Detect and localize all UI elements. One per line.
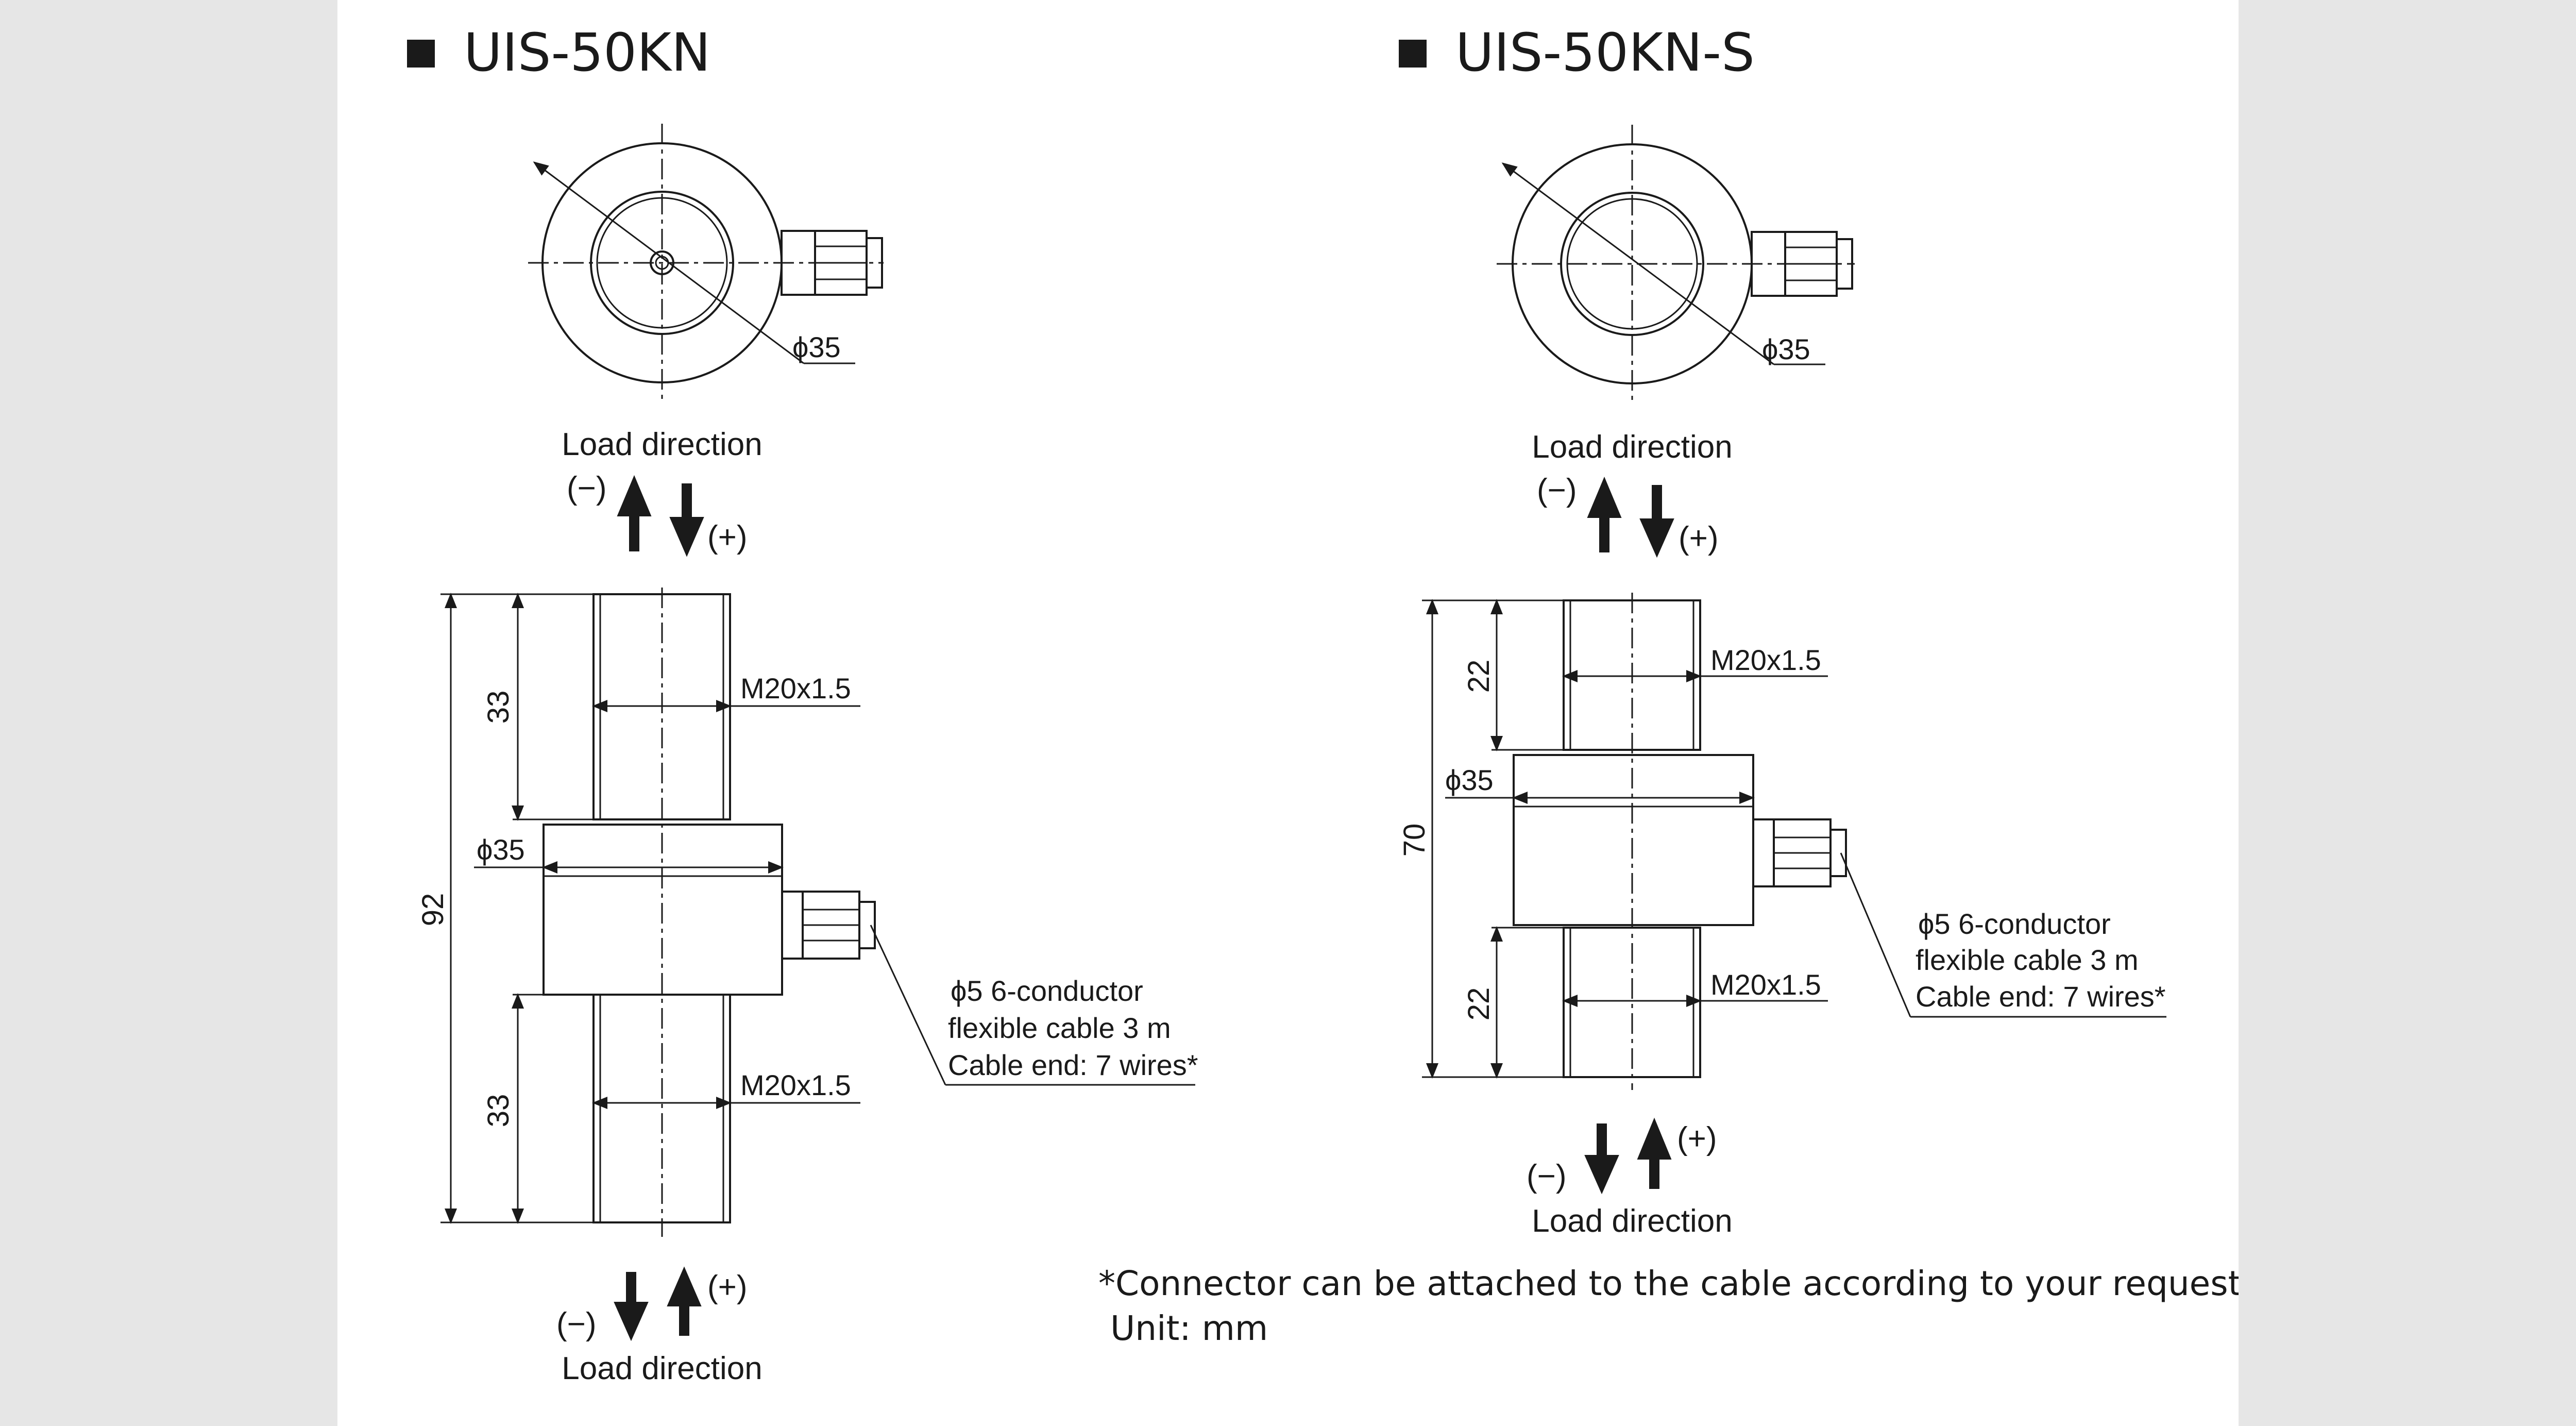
left-cable-line2: flexible cable 3 m <box>948 1012 1171 1044</box>
right-plus-bottom: (+) <box>1677 1121 1717 1156</box>
arrow-up-icon <box>667 1266 702 1336</box>
right-dim-total: 70 <box>1398 824 1431 857</box>
left-top-view <box>528 124 884 402</box>
right-title: UIS-50KN-S <box>1455 22 1755 83</box>
left-body-diameter: ϕ35 <box>477 833 525 866</box>
right-load-direction-top: Load direction <box>1532 429 1733 465</box>
right-top-diameter: ϕ35 <box>1762 333 1810 365</box>
right-dim-lower: 22 <box>1462 987 1496 1021</box>
left-dim-upper: 33 <box>482 691 515 724</box>
arrow-up-icon <box>1637 1117 1672 1189</box>
right-load-direction-bottom: Load direction <box>1532 1203 1733 1239</box>
footnote: *Connector can be attached to the cable … <box>1098 1264 2239 1303</box>
left-minus-bottom: (−) <box>556 1306 597 1342</box>
title-square-icon <box>407 40 435 68</box>
unit-note: Unit: mm <box>1110 1308 1268 1348</box>
left-cable-line3: Cable end: 7 wires* <box>948 1049 1198 1081</box>
left-minus-top: (−) <box>567 471 607 506</box>
right-drawing: UIS-50KN-S ϕ35 Load direction (−) (+) <box>1398 22 2166 1239</box>
arrow-down-icon <box>669 483 704 557</box>
left-thread-upper: M20x1.5 <box>740 672 851 704</box>
title-square-icon <box>1399 40 1427 68</box>
right-cable-line1: ϕ5 6-conductor <box>1918 908 2111 940</box>
left-cable-line1: ϕ5 6-conductor <box>951 975 1143 1007</box>
arrow-down-icon <box>1584 1123 1619 1195</box>
left-dim-total: 92 <box>416 893 450 927</box>
left-title: UIS-50KN <box>464 22 710 83</box>
right-plus-top: (+) <box>1679 521 1719 556</box>
left-top-diameter: ϕ35 <box>792 331 841 363</box>
drawing-sheet: UIS-50KN ϕ35 Load direction (−) (+) <box>337 0 2239 1426</box>
right-thread-lower: M20x1.5 <box>1710 968 1821 1001</box>
right-dim-upper: 22 <box>1462 660 1496 693</box>
cable-connector-icon <box>781 891 804 960</box>
right-body-diameter: ϕ35 <box>1445 764 1494 796</box>
arrow-up-icon <box>617 475 652 551</box>
right-top-view <box>1497 125 1855 403</box>
arrow-down-icon <box>1639 485 1674 558</box>
right-thread-upper: M20x1.5 <box>1710 644 1821 676</box>
right-minus-top: (−) <box>1537 473 1577 508</box>
right-cable-line3: Cable end: 7 wires* <box>1916 980 2166 1013</box>
right-cable-line2: flexible cable 3 m <box>1916 944 2139 976</box>
left-plus-bottom: (+) <box>707 1269 748 1305</box>
left-plus-top: (+) <box>707 519 748 555</box>
technical-drawing: UIS-50KN ϕ35 Load direction (−) (+) <box>407 22 2239 1386</box>
left-load-direction-bottom: Load direction <box>562 1351 762 1386</box>
left-dim-lower: 33 <box>482 1094 515 1128</box>
arrow-down-icon <box>614 1272 649 1341</box>
left-load-direction-top: Load direction <box>562 427 762 462</box>
right-minus-bottom: (−) <box>1527 1159 1567 1194</box>
cable-connector-icon <box>1752 818 1775 887</box>
left-drawing: UIS-50KN ϕ35 Load direction (−) (+) <box>407 22 1198 1386</box>
left-thread-lower: M20x1.5 <box>740 1069 851 1101</box>
arrow-up-icon <box>1587 476 1622 552</box>
